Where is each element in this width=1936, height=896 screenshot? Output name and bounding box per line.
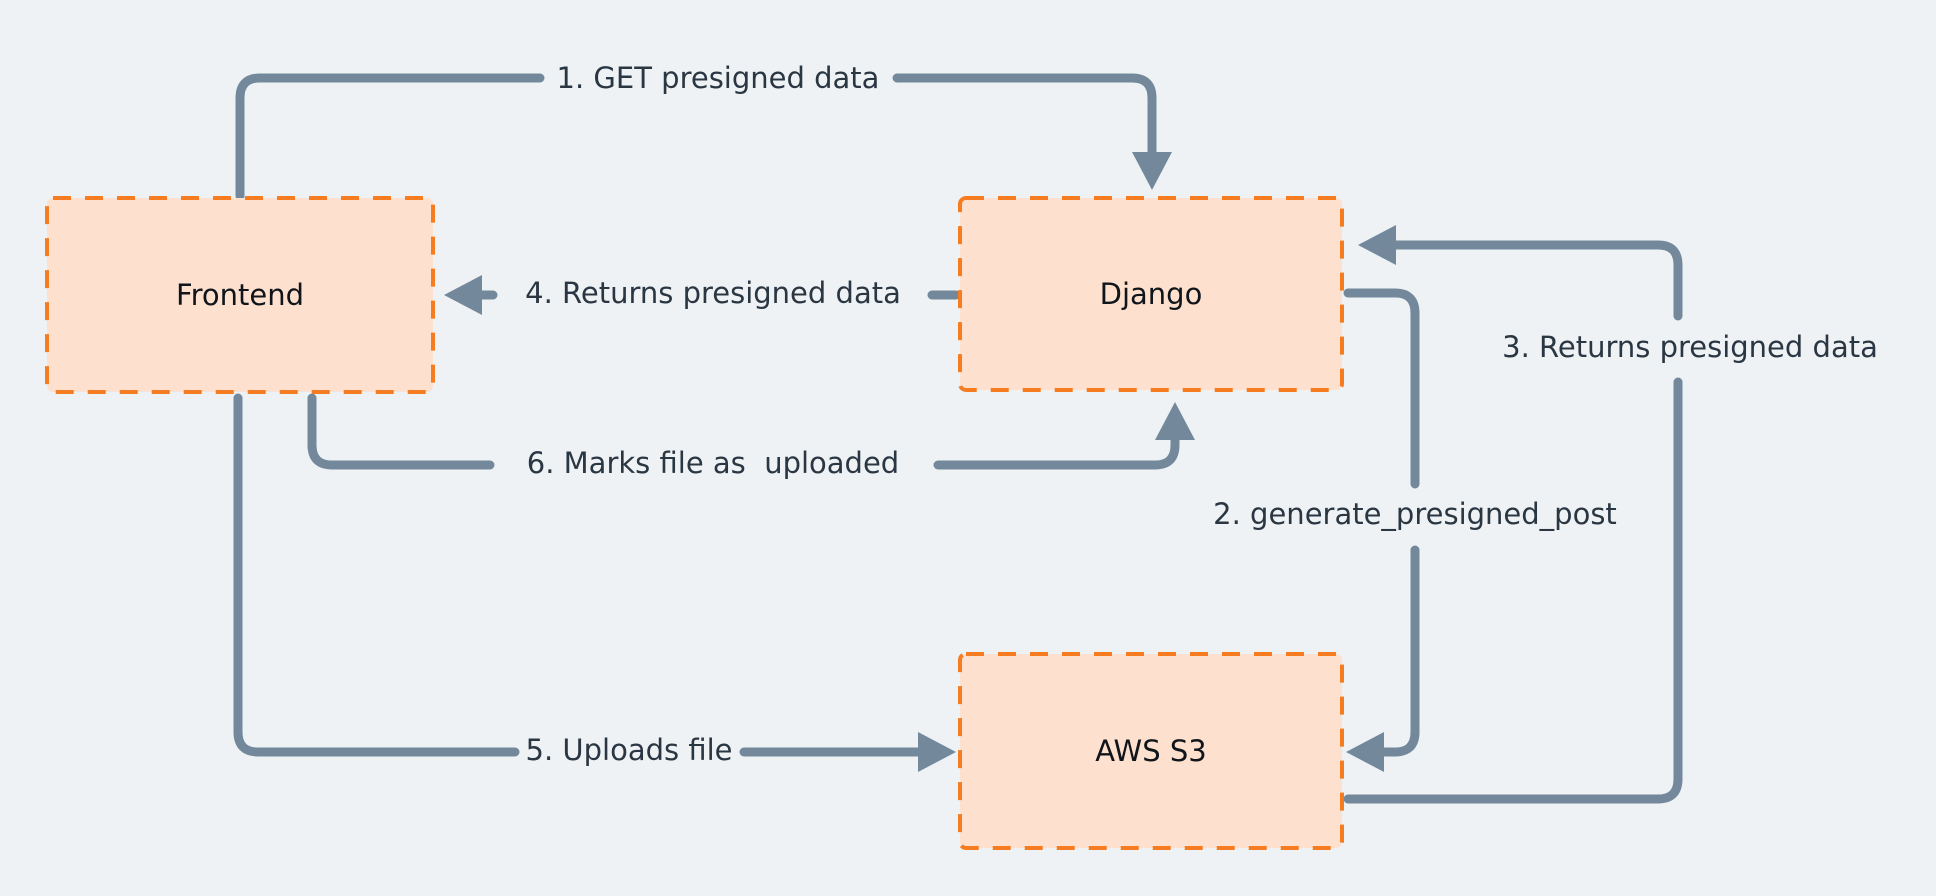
edge-3-label: 3. Returns presigned data: [1502, 330, 1878, 364]
edge-4-label: 4. Returns presigned data: [525, 276, 901, 310]
edge-2-line-lower: [1373, 545, 1420, 757]
edge-1-get-presigned-data: 1. GET presigned data: [235, 61, 1172, 201]
edge-2-line-upper: [1343, 288, 1420, 489]
edge-1-line-left: [235, 73, 545, 201]
edge-4-arrowhead: [444, 275, 482, 315]
node-aws-s3[interactable]: AWS S3: [958, 652, 1344, 850]
edge-1-arrowhead: [1132, 152, 1172, 190]
edge-6-label: 6. Marks file as uploaded: [527, 446, 899, 480]
edge-6-line-left: [307, 393, 495, 470]
edge-3-line-lower: [1343, 377, 1683, 804]
edge-5-uploads-file: 5. Uploads file: [233, 393, 956, 772]
edge-3-line-upper: [1387, 240, 1683, 321]
edge-5-arrowhead: [918, 732, 956, 772]
node-frontend-label: Frontend: [176, 278, 304, 312]
edge-5-label: 5. Uploads file: [526, 733, 733, 767]
node-django-label: Django: [1100, 277, 1203, 311]
node-frontend-box[interactable]: [45, 196, 435, 394]
node-django-box[interactable]: [958, 196, 1344, 392]
edge-4-returns-presigned-data: 4. Returns presigned data: [444, 275, 961, 315]
edge-3-returns-presigned-data: 3. Returns presigned data: [1343, 225, 1878, 804]
edge-5-line-left: [233, 393, 520, 757]
edge-1-line-right: [892, 73, 1157, 165]
node-aws-s3-box[interactable]: [958, 652, 1344, 850]
edge-6-line-right: [933, 427, 1180, 470]
edge-6-arrowhead: [1155, 402, 1195, 440]
edge-1-label: 1. GET presigned data: [557, 61, 880, 95]
node-frontend[interactable]: Frontend: [45, 196, 435, 394]
edge-2-label: 2. generate_presigned_post: [1213, 497, 1617, 531]
node-aws-s3-label: AWS S3: [1095, 734, 1206, 768]
edge-3-arrowhead: [1358, 225, 1396, 265]
edge-6-marks-file-as-uploaded: 6. Marks file as uploaded: [307, 393, 1195, 480]
edge-2-arrowhead: [1346, 732, 1384, 772]
node-django[interactable]: Django: [958, 196, 1344, 392]
edge-2-generate-presigned-post: 2. generate_presigned_post: [1213, 288, 1617, 772]
